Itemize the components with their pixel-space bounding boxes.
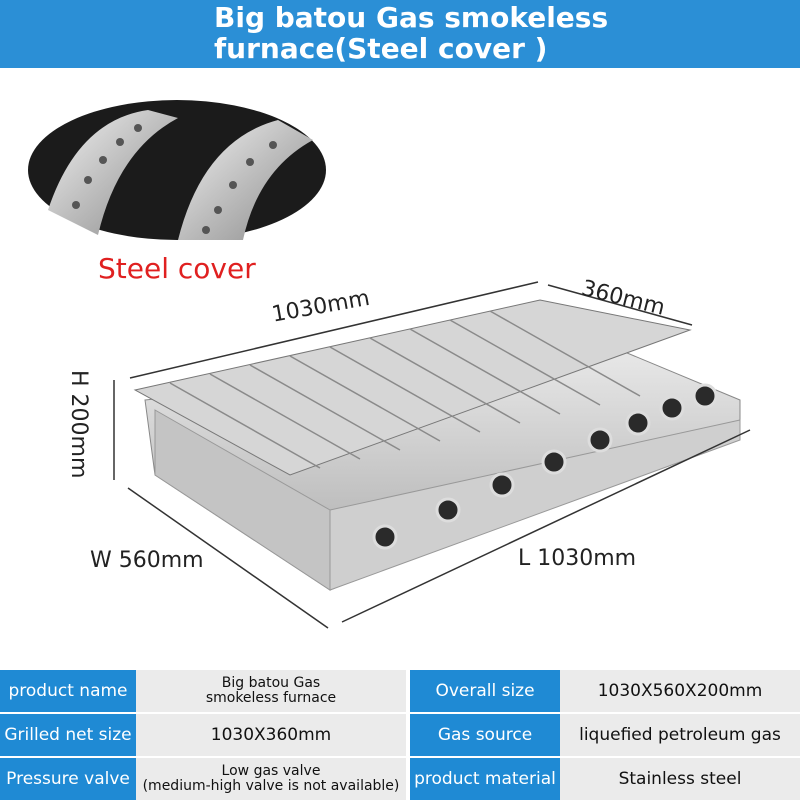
spec-value-pressure-valve: Low gas valve (medium-high valve is not …	[136, 758, 406, 800]
table-row: Pressure valve Low gas valve (medium-hig…	[0, 758, 800, 800]
dimension-length: L 1030mm	[518, 546, 637, 571]
pressure-line-2: (medium-high valve is not available)	[142, 778, 400, 794]
grill-photo	[113, 281, 751, 629]
spec-label-gas-source: Gas source	[410, 714, 560, 756]
product-name-line-2: smokeless furnace	[205, 690, 337, 706]
spec-table: product name Big batou Gas smokeless fur…	[0, 668, 800, 802]
steel-cover-photo	[28, 100, 326, 240]
product-name-line-1: Big batou Gas	[221, 675, 321, 691]
dimension-height: H 200mm	[66, 370, 91, 479]
spec-value-gas-source: liquefied petroleum gas	[560, 714, 800, 756]
title-bar	[0, 0, 800, 68]
spacer	[406, 714, 410, 756]
spec-label-grilled-net: Grilled net size	[0, 714, 136, 756]
dimension-width: W 560mm	[90, 548, 204, 573]
spec-label-material: product material	[410, 758, 560, 800]
page-title: Big batou Gas smokeless furnace(Steel co…	[214, 2, 774, 64]
spec-label-product-name: product name	[0, 670, 136, 712]
spec-label-pressure-valve: Pressure valve	[0, 758, 136, 800]
table-row: Grilled net size 1030X360mm Gas source l…	[0, 714, 800, 756]
title-line-2: furnace(Steel cover )	[214, 32, 548, 65]
steel-cover-label: Steel cover	[98, 252, 256, 285]
spec-value-grilled-net: 1030X360mm	[136, 714, 406, 756]
pressure-line-1: Low gas valve	[221, 763, 321, 779]
spacer	[406, 758, 410, 800]
spacer	[406, 670, 410, 712]
spec-value-material: Stainless steel	[560, 758, 800, 800]
table-row: product name Big batou Gas smokeless fur…	[0, 670, 800, 712]
spec-value-product-name: Big batou Gas smokeless furnace	[136, 670, 406, 712]
title-line-1: Big batou Gas smokeless	[214, 1, 609, 34]
spec-value-overall-size: 1030X560X200mm	[560, 670, 800, 712]
spec-label-overall-size: Overall size	[410, 670, 560, 712]
